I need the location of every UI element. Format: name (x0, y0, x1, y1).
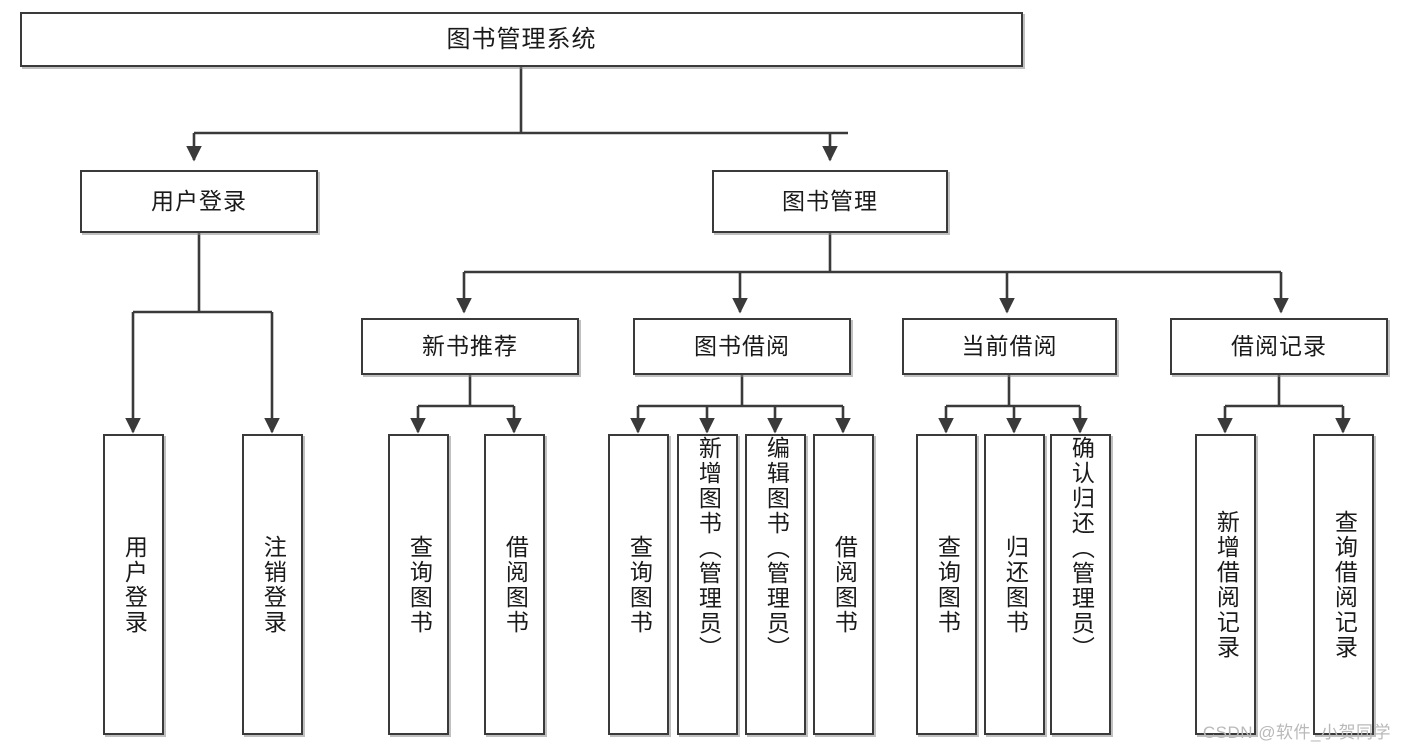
node-label: 查询借阅记录 (1331, 509, 1358, 660)
leaf-user-login[interactable]: 用户登录 (103, 434, 164, 735)
node-label: 新增图书（管理员） (695, 436, 722, 661)
node-label: 用户登录 (151, 188, 247, 215)
leaf-query-book-recommend[interactable]: 查询图书 (388, 434, 449, 735)
node-label: 借阅图书 (502, 534, 529, 635)
node-label: 查询图书 (626, 534, 653, 635)
node-label: 查询图书 (934, 534, 961, 635)
leaf-add-borrow-record[interactable]: 新增借阅记录 (1195, 434, 1256, 735)
node-label: 归还图书 (1002, 534, 1029, 635)
node-user-login[interactable]: 用户登录 (80, 170, 318, 233)
leaf-add-book-admin[interactable]: 新增图书（管理员） (677, 434, 738, 735)
node-label: 借阅图书 (831, 534, 858, 635)
node-book-management[interactable]: 图书管理 (712, 170, 948, 233)
leaf-edit-book-admin[interactable]: 编辑图书（管理员） (745, 434, 806, 735)
leaf-confirm-return-admin[interactable]: 确认归还（管理员） (1050, 434, 1111, 735)
node-current-borrow[interactable]: 当前借阅 (902, 318, 1117, 375)
node-label: 确认归还（管理员） (1068, 436, 1095, 661)
node-label: 图书管理系统 (446, 25, 597, 53)
node-new-book-recommend[interactable]: 新书推荐 (361, 318, 579, 375)
leaf-borrow-book[interactable]: 借阅图书 (813, 434, 874, 735)
node-label: 查询图书 (406, 534, 433, 635)
node-label: 图书管理 (782, 188, 878, 215)
node-label: 新增借阅记录 (1213, 509, 1240, 660)
leaf-query-book-borrow[interactable]: 查询图书 (608, 434, 669, 735)
leaf-query-borrow-record[interactable]: 查询借阅记录 (1313, 434, 1374, 735)
node-borrow-record[interactable]: 借阅记录 (1170, 318, 1388, 375)
node-label: 新书推荐 (422, 333, 518, 360)
leaf-return-book[interactable]: 归还图书 (984, 434, 1045, 735)
node-label: 编辑图书（管理员） (763, 436, 790, 661)
node-book-management-system[interactable]: 图书管理系统 (20, 12, 1023, 67)
leaf-query-book-current[interactable]: 查询图书 (916, 434, 977, 735)
node-label: 图书借阅 (694, 333, 790, 360)
watermark-text: CSDN @软件_小贺同学 (1202, 723, 1391, 742)
leaf-logout[interactable]: 注销登录 (242, 434, 303, 735)
leaf-borrow-book-recommend[interactable]: 借阅图书 (484, 434, 545, 735)
node-label: 用户登录 (121, 534, 148, 635)
node-label: 当前借阅 (961, 333, 1058, 360)
node-book-borrow[interactable]: 图书借阅 (633, 318, 851, 375)
node-label: 借阅记录 (1231, 333, 1327, 360)
node-label: 注销登录 (260, 534, 287, 635)
